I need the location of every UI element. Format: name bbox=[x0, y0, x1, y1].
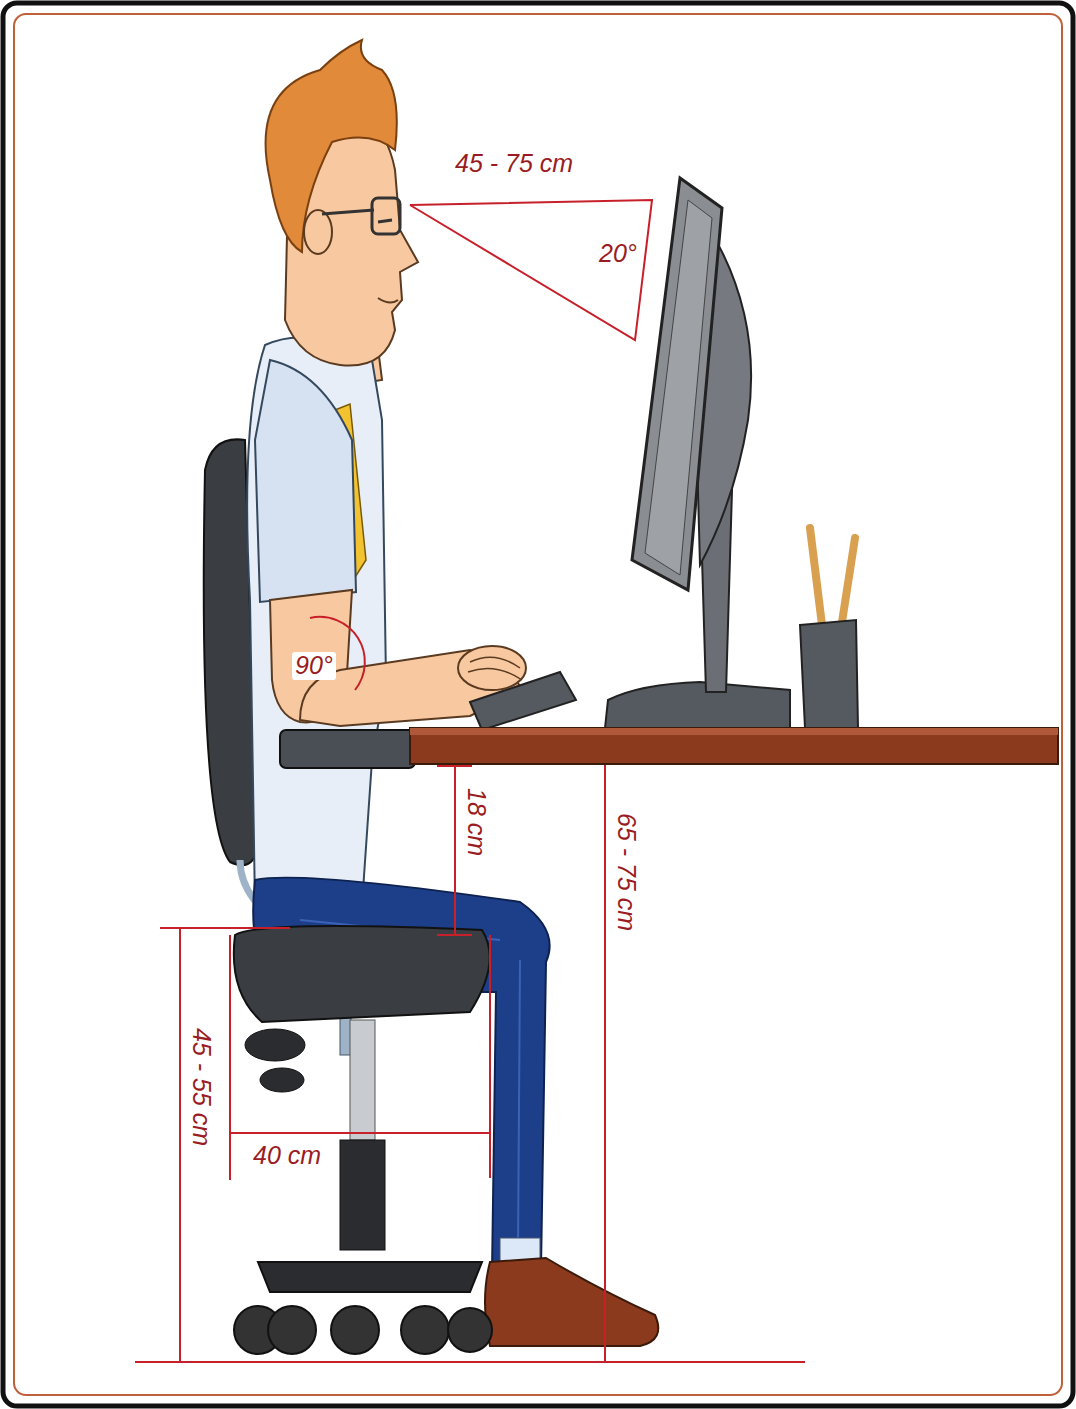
thigh-clearance: 18 cm bbox=[462, 785, 490, 859]
viewing-angle: 20° bbox=[596, 240, 640, 268]
dimension-lines bbox=[135, 200, 805, 1362]
outer-frame bbox=[3, 3, 1073, 1406]
seat-depth: 40 cm bbox=[250, 1142, 324, 1170]
viewing-distance: 45 - 75 cm bbox=[452, 150, 576, 178]
chair-base bbox=[234, 926, 492, 1354]
seat-height: 45 - 55 cm bbox=[187, 1025, 215, 1149]
elbow-angle: 90° bbox=[292, 652, 336, 680]
man-figure bbox=[247, 40, 576, 905]
chair-seat bbox=[280, 730, 415, 768]
desk bbox=[410, 728, 1058, 764]
inner-frame bbox=[14, 14, 1062, 1395]
pencil-cup bbox=[800, 528, 858, 728]
desk-height: 65 - 75 cm bbox=[612, 810, 640, 934]
